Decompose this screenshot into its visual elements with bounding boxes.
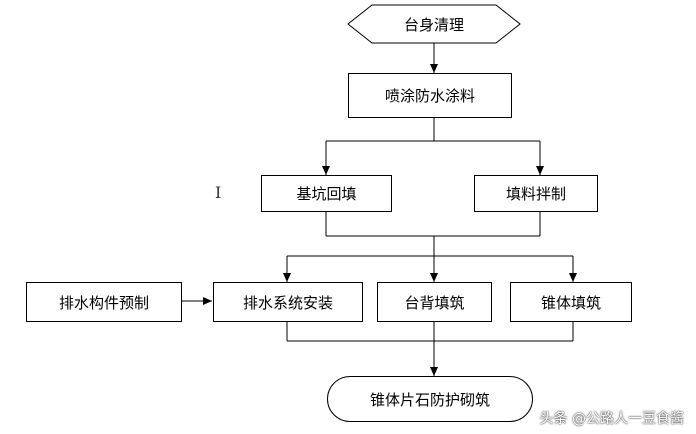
watermark: 头条 @公路人一豆食酱 bbox=[539, 411, 684, 427]
node-cone-fill: 锥体填筑 bbox=[510, 282, 632, 322]
node-prefab-drain: 排水构件预制 bbox=[26, 282, 182, 322]
node-install-drain: 排水系统安装 bbox=[213, 282, 363, 322]
node-backfill-pit: 基坑回填 bbox=[261, 175, 392, 212]
node-end: 锥体片石防护砌筑 bbox=[327, 376, 533, 422]
start-hexagon bbox=[347, 4, 521, 44]
node-mix-fill: 填料拌制 bbox=[474, 175, 598, 212]
node-start: 台身清理 bbox=[403, 15, 464, 34]
node-back-fill: 台背填筑 bbox=[377, 282, 492, 322]
text-cursor-icon: I bbox=[215, 183, 222, 202]
node-coating: 喷涂防水涂料 bbox=[348, 73, 512, 118]
